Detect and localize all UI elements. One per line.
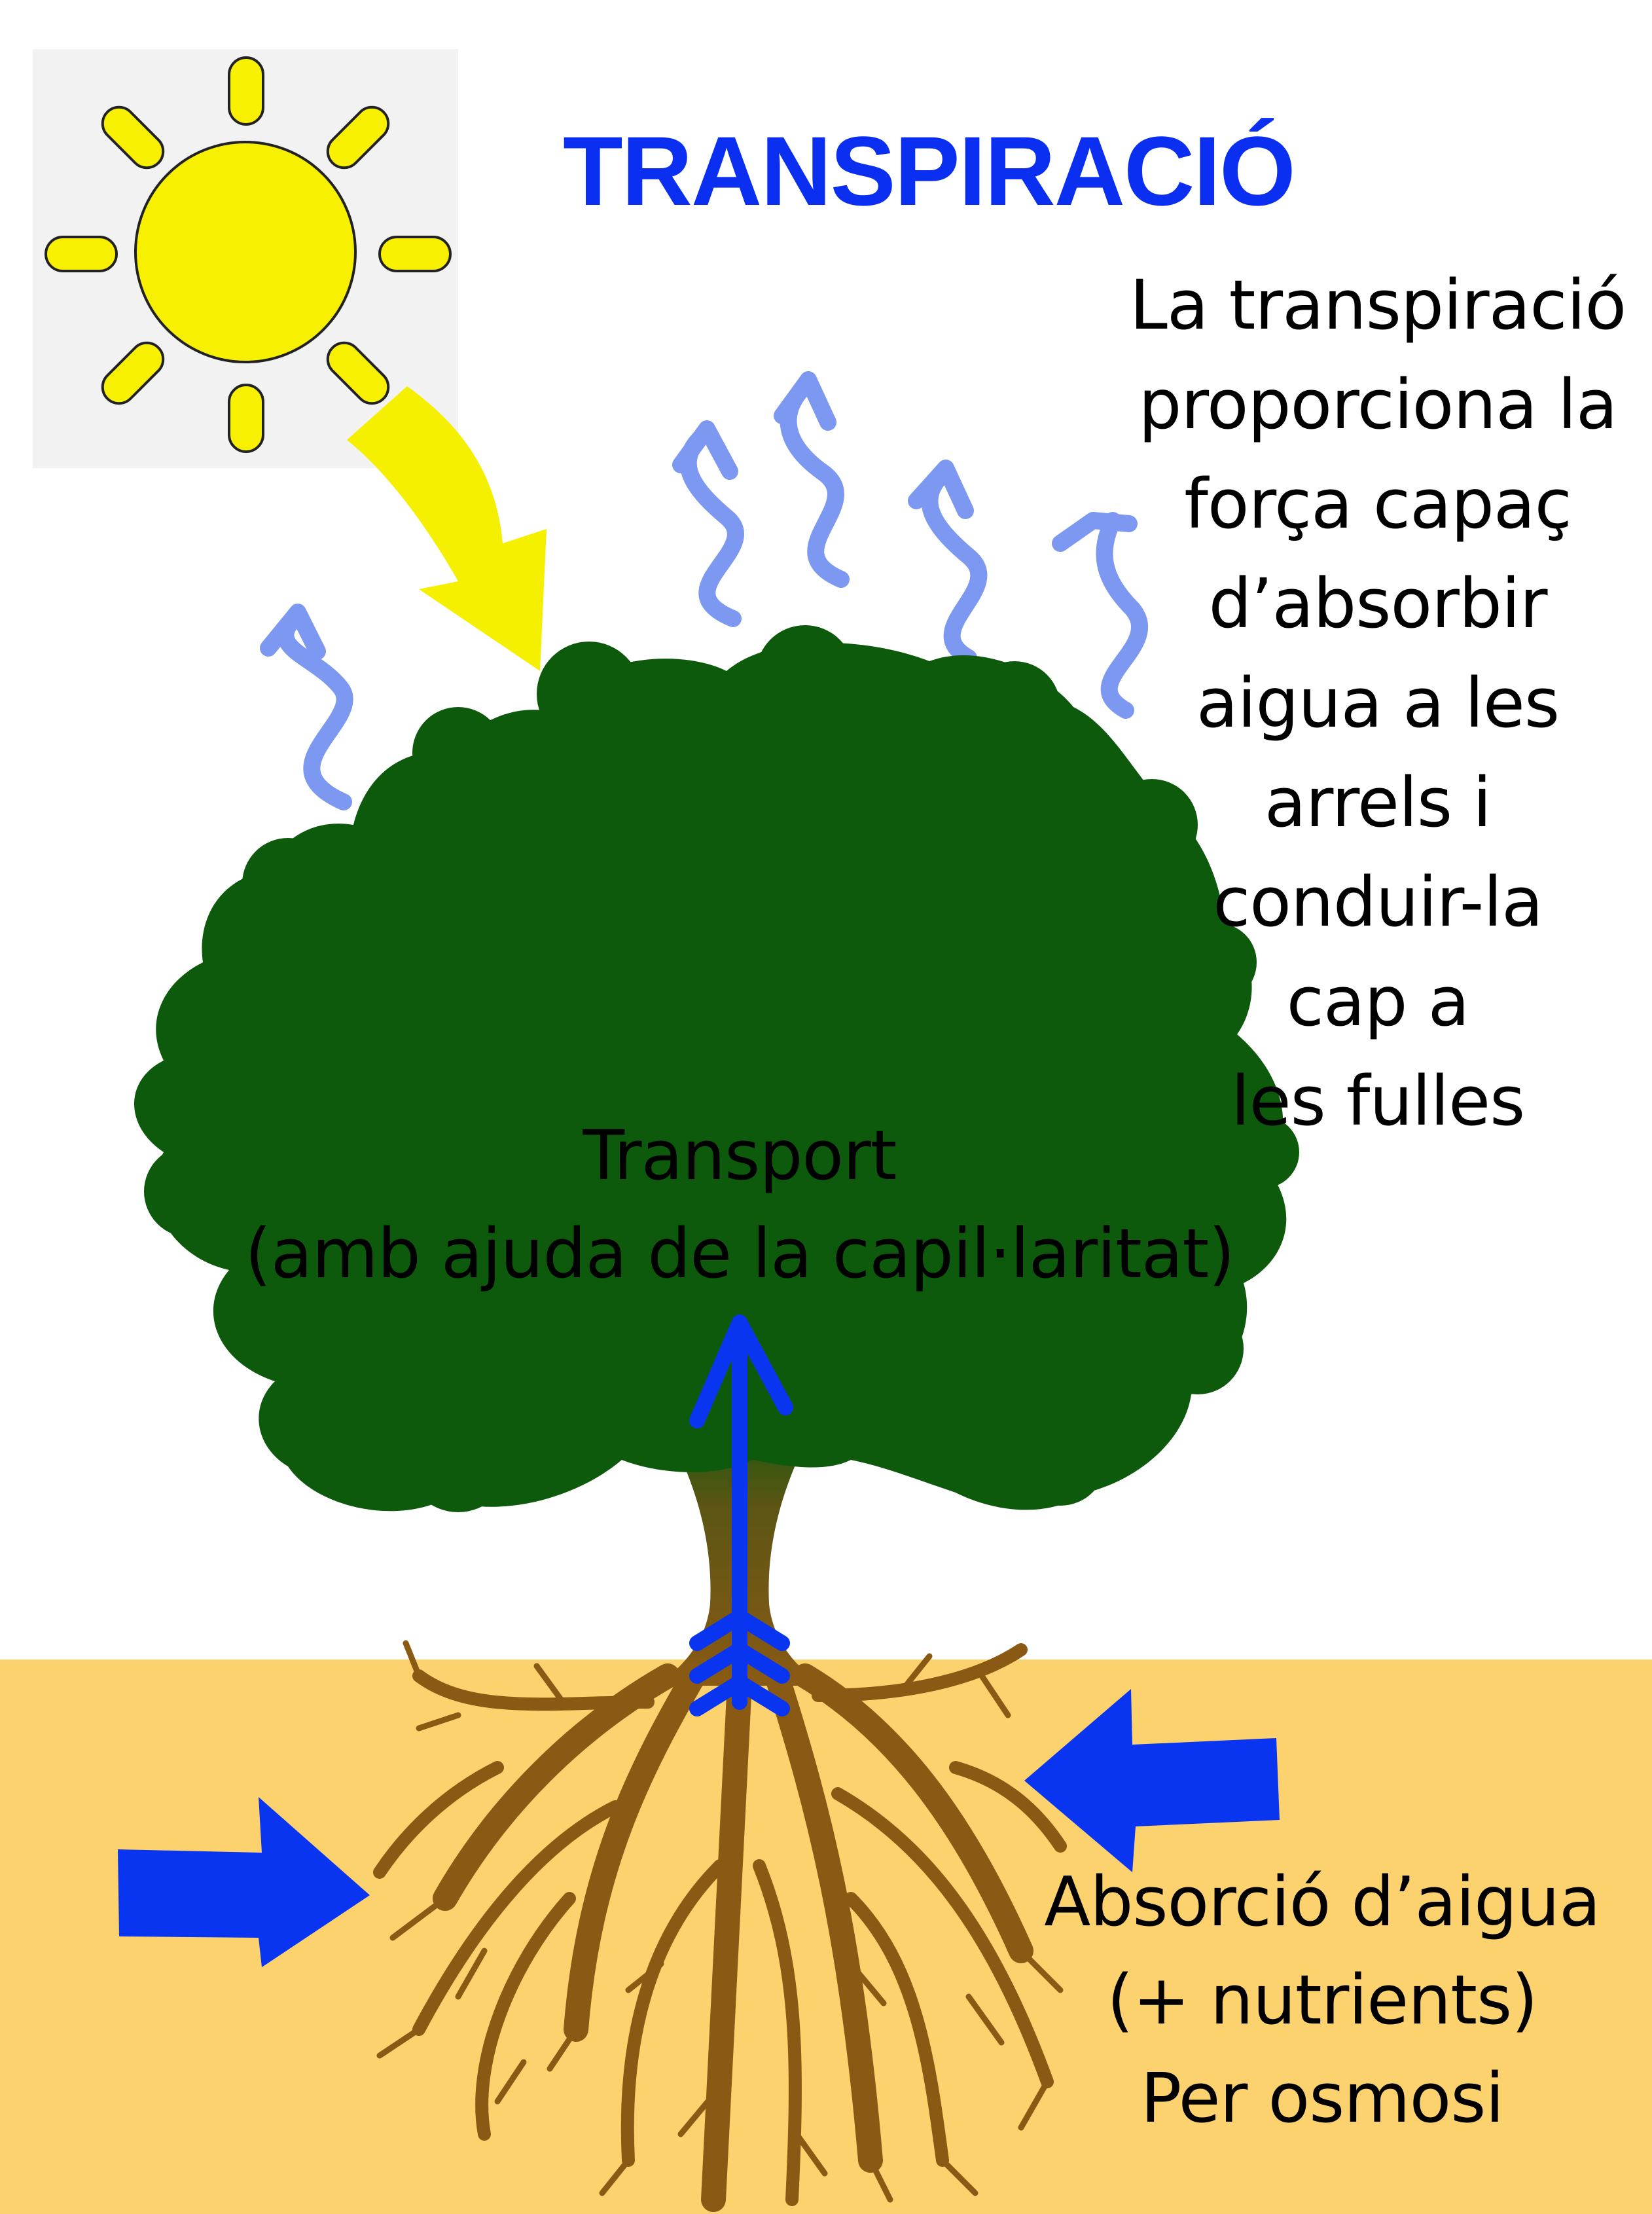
page-title: TRANSPIRACIÓ [563,116,1296,226]
absorption-label-line: (+ nutrients) [1107,1960,1537,2040]
tree-icon [134,625,1299,1686]
water-flow-arrow-icon [118,1315,1280,1967]
description-line: proporciona la [1138,365,1617,445]
transport-label-line: Transport [583,1116,897,1195]
description-line: d’absorbir [1208,564,1547,644]
transport-label: Transport (amb ajuda de la capil·laritat… [216,1106,1263,1303]
transpiration-description: La transpiració proporciona la força cap… [1106,255,1649,1151]
description-line: La transpiració [1129,265,1626,345]
sun-icon [33,49,458,468]
roots-icon [373,1640,1067,2212]
absorption-label-line: Per osmosi [1140,2058,1505,2138]
absorption-label-line: Absorció d’aigua [1044,1862,1601,1942]
absorption-label: Absorció d’aigua (+ nutrients) Per osmos… [1008,1853,1636,2147]
description-line: conduir-la [1213,862,1543,942]
sunlight-arrow-icon [347,386,547,671]
description-line: força capaç [1184,464,1572,544]
description-line: cap a [1286,962,1470,1042]
transport-label-line: (amb ajuda de la capil·laritat) [245,1214,1235,1294]
description-line: aigua a les [1196,663,1560,743]
description-line: les fulles [1230,1061,1526,1141]
description-line: arrels i [1264,763,1492,843]
water-vapor-icon [260,371,1149,810]
